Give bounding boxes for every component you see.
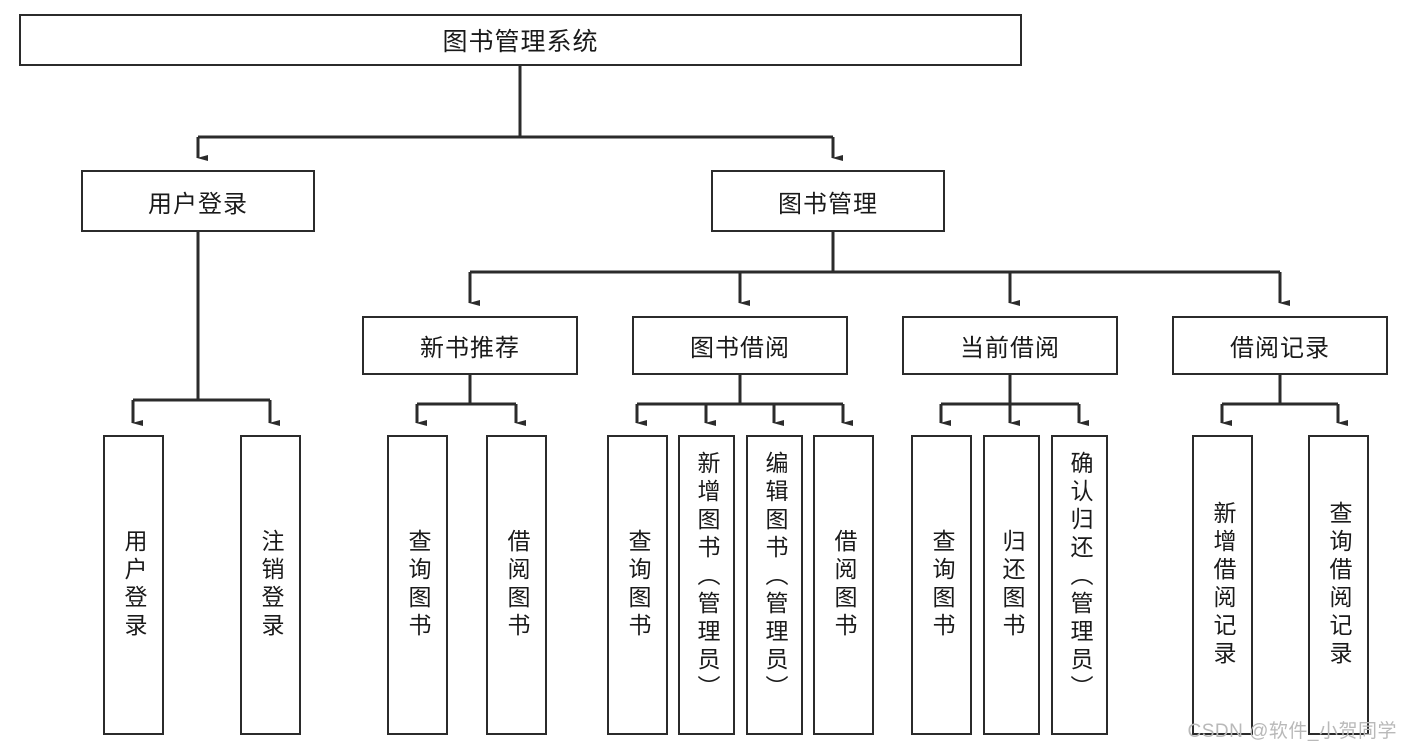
node-new-book-recommend[interactable]: 新书推荐 <box>362 316 578 375</box>
node-root-system[interactable]: 图书管理系统 <box>19 14 1022 66</box>
leaf-label: 查询图书 <box>625 529 651 641</box>
leaf-label: 新增借阅记录 <box>1210 501 1236 669</box>
node-label: 图书管理系统 <box>442 28 599 56</box>
leaf-label: 查询借阅记录 <box>1326 501 1352 669</box>
node-label: 图书借阅 <box>690 335 790 362</box>
leaf-borrow-borrow-book[interactable]: 借阅图书 <box>813 435 874 735</box>
node-label: 借阅记录 <box>1230 335 1330 362</box>
leaf-borrow-query-book[interactable]: 查询图书 <box>607 435 668 735</box>
leaf-label: 归还图书 <box>999 529 1025 641</box>
watermark-text: CSDN @软件_小贺同学 <box>1187 721 1397 742</box>
leaf-new-book-query[interactable]: 查询图书 <box>387 435 448 735</box>
node-label: 图书管理 <box>778 190 878 218</box>
leaf-user-login-login[interactable]: 用户登录 <box>103 435 164 735</box>
leaf-label: 注销登录 <box>258 529 284 641</box>
leaf-label: 借阅图书 <box>831 529 857 641</box>
leaf-borrow-add-book-admin[interactable]: 新增图书（管理员） <box>678 435 735 735</box>
leaf-record-add-record[interactable]: 新增借阅记录 <box>1192 435 1253 735</box>
node-book-management[interactable]: 图书管理 <box>711 170 945 232</box>
leaf-label: 借阅图书 <box>504 529 530 641</box>
leaf-label: 查询图书 <box>405 529 431 641</box>
leaf-current-query-book[interactable]: 查询图书 <box>911 435 972 735</box>
leaf-user-login-logout[interactable]: 注销登录 <box>240 435 301 735</box>
leaf-new-book-borrow[interactable]: 借阅图书 <box>486 435 547 735</box>
leaf-record-query-record[interactable]: 查询借阅记录 <box>1308 435 1369 735</box>
leaf-label: 确认归还（管理员） <box>1067 451 1093 703</box>
node-label: 当前借阅 <box>960 335 1060 362</box>
node-current-borrow[interactable]: 当前借阅 <box>902 316 1118 375</box>
leaf-current-confirm-return-admin[interactable]: 确认归还（管理员） <box>1051 435 1108 735</box>
leaf-borrow-edit-book-admin[interactable]: 编辑图书（管理员） <box>746 435 803 735</box>
leaf-label: 用户登录 <box>121 529 147 641</box>
leaf-label: 查询图书 <box>929 529 955 641</box>
leaf-label: 新增图书（管理员） <box>694 451 720 703</box>
node-user-login[interactable]: 用户登录 <box>81 170 315 232</box>
node-book-borrow[interactable]: 图书借阅 <box>632 316 848 375</box>
node-borrow-record[interactable]: 借阅记录 <box>1172 316 1388 375</box>
leaf-label: 编辑图书（管理员） <box>762 451 788 703</box>
node-label: 新书推荐 <box>420 335 520 362</box>
node-label: 用户登录 <box>148 190 248 218</box>
leaf-current-return-book[interactable]: 归还图书 <box>983 435 1040 735</box>
